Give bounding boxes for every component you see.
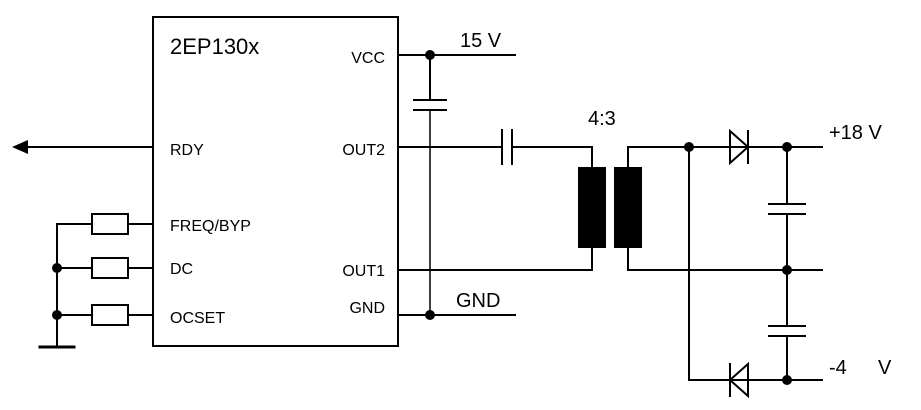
pin-out1-label: OUT1 bbox=[342, 263, 385, 280]
pin-vcc-label: VCC bbox=[351, 50, 385, 67]
pin-ocset-label: OCSET bbox=[170, 310, 225, 327]
diode-positive-icon bbox=[729, 128, 750, 166]
resistor-ocset bbox=[91, 304, 129, 326]
junction-ocset bbox=[52, 310, 62, 320]
output-positive-label: +18 V bbox=[829, 122, 882, 144]
ic-name: 2EP130x bbox=[170, 34, 259, 59]
diode-negative-icon bbox=[728, 361, 749, 399]
ground-label: GND bbox=[456, 290, 500, 312]
pin-rdy-label: RDY bbox=[170, 142, 204, 159]
output-negative-label: -4 bbox=[829, 357, 847, 379]
junction-output-positive bbox=[782, 142, 792, 152]
transformer-ratio: 4:3 bbox=[588, 108, 616, 130]
transformer-primary-winding bbox=[578, 167, 606, 248]
pin-out2-label: OUT2 bbox=[342, 142, 385, 159]
pin-dc-label: DC bbox=[170, 261, 193, 278]
junction-output-common bbox=[782, 265, 792, 275]
resistor-dc bbox=[91, 257, 129, 279]
resistor-freq-byp bbox=[91, 213, 129, 235]
output-negative-unit: V bbox=[878, 357, 892, 379]
junction-gnd bbox=[425, 310, 435, 320]
supply-label: 15 V bbox=[460, 30, 502, 52]
ic-body bbox=[152, 16, 399, 347]
rdy-arrow-icon bbox=[12, 140, 28, 154]
pin-freq-byp-label: FREQ/BYP bbox=[170, 218, 251, 235]
junction-dc bbox=[52, 263, 62, 273]
junction-output-negative bbox=[782, 375, 792, 385]
transformer-secondary-winding bbox=[614, 167, 642, 248]
pin-gnd-label: GND bbox=[349, 300, 385, 317]
